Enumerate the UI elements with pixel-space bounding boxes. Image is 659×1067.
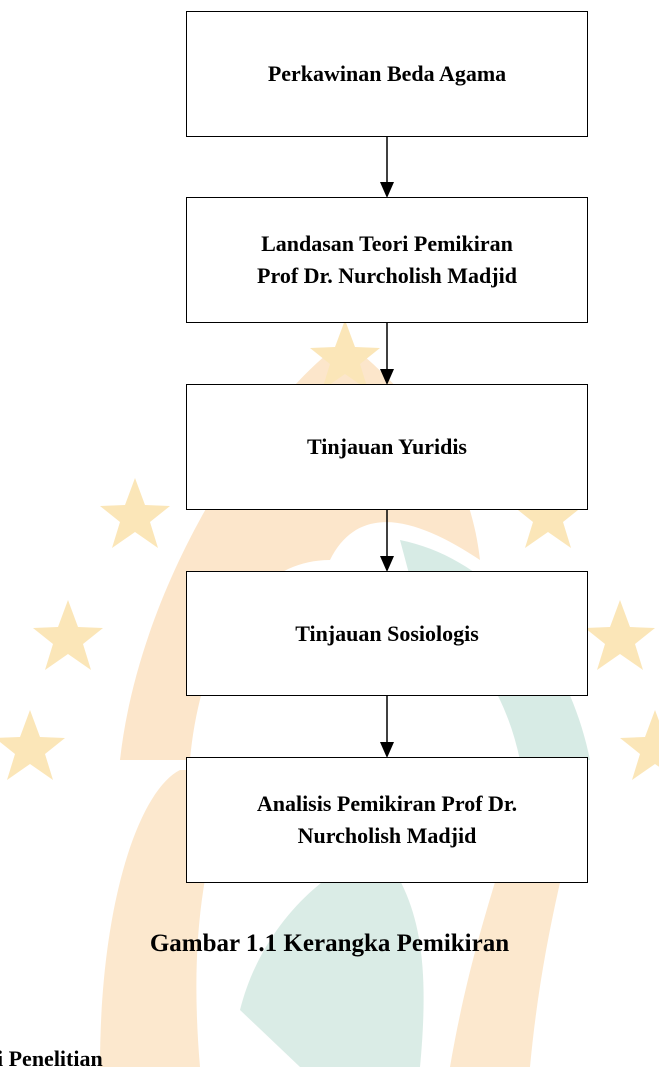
box-tinjauan-yuridis: Tinjauan Yuridis — [186, 384, 588, 510]
arrowhead — [380, 369, 394, 385]
box-label: Analisis Pemikiran Prof Dr. Nurcholish M… — [256, 791, 518, 848]
box-perkawinan-beda-agama: Perkawinan Beda Agama — [186, 11, 588, 137]
arrowhead — [380, 182, 394, 198]
box-label: Perkawinan Beda Agama — [267, 61, 507, 87]
watermark-star — [620, 710, 659, 780]
arrowhead — [380, 556, 394, 572]
watermark-star — [100, 478, 170, 548]
watermark-star — [513, 478, 583, 548]
figure-caption: Gambar 1.1 Kerangka Pemikiran — [149, 930, 510, 957]
box-tinjauan-sosiologis: Tinjauan Sosiologis — [186, 571, 588, 696]
box-label: Tinjauan Yuridis — [307, 434, 467, 460]
watermark-teal-lower — [240, 850, 424, 1067]
box-landasan-teori: Landasan Teori Pemikiran Prof Dr. Nurcho… — [186, 197, 588, 323]
arrowhead — [380, 742, 394, 758]
box-label: Landasan Teori Pemikiran Prof Dr. Nurcho… — [257, 231, 517, 288]
box-label: Tinjauan Sosiologis — [295, 620, 479, 646]
watermark-star — [0, 710, 65, 780]
next-section-heading: gi Penelitian — [0, 1046, 103, 1067]
watermark-star — [310, 320, 380, 390]
watermark-star — [33, 600, 103, 670]
watermark-star — [585, 600, 655, 670]
box-analisis-pemikiran: Analisis Pemikiran Prof Dr. Nurcholish M… — [186, 757, 588, 883]
